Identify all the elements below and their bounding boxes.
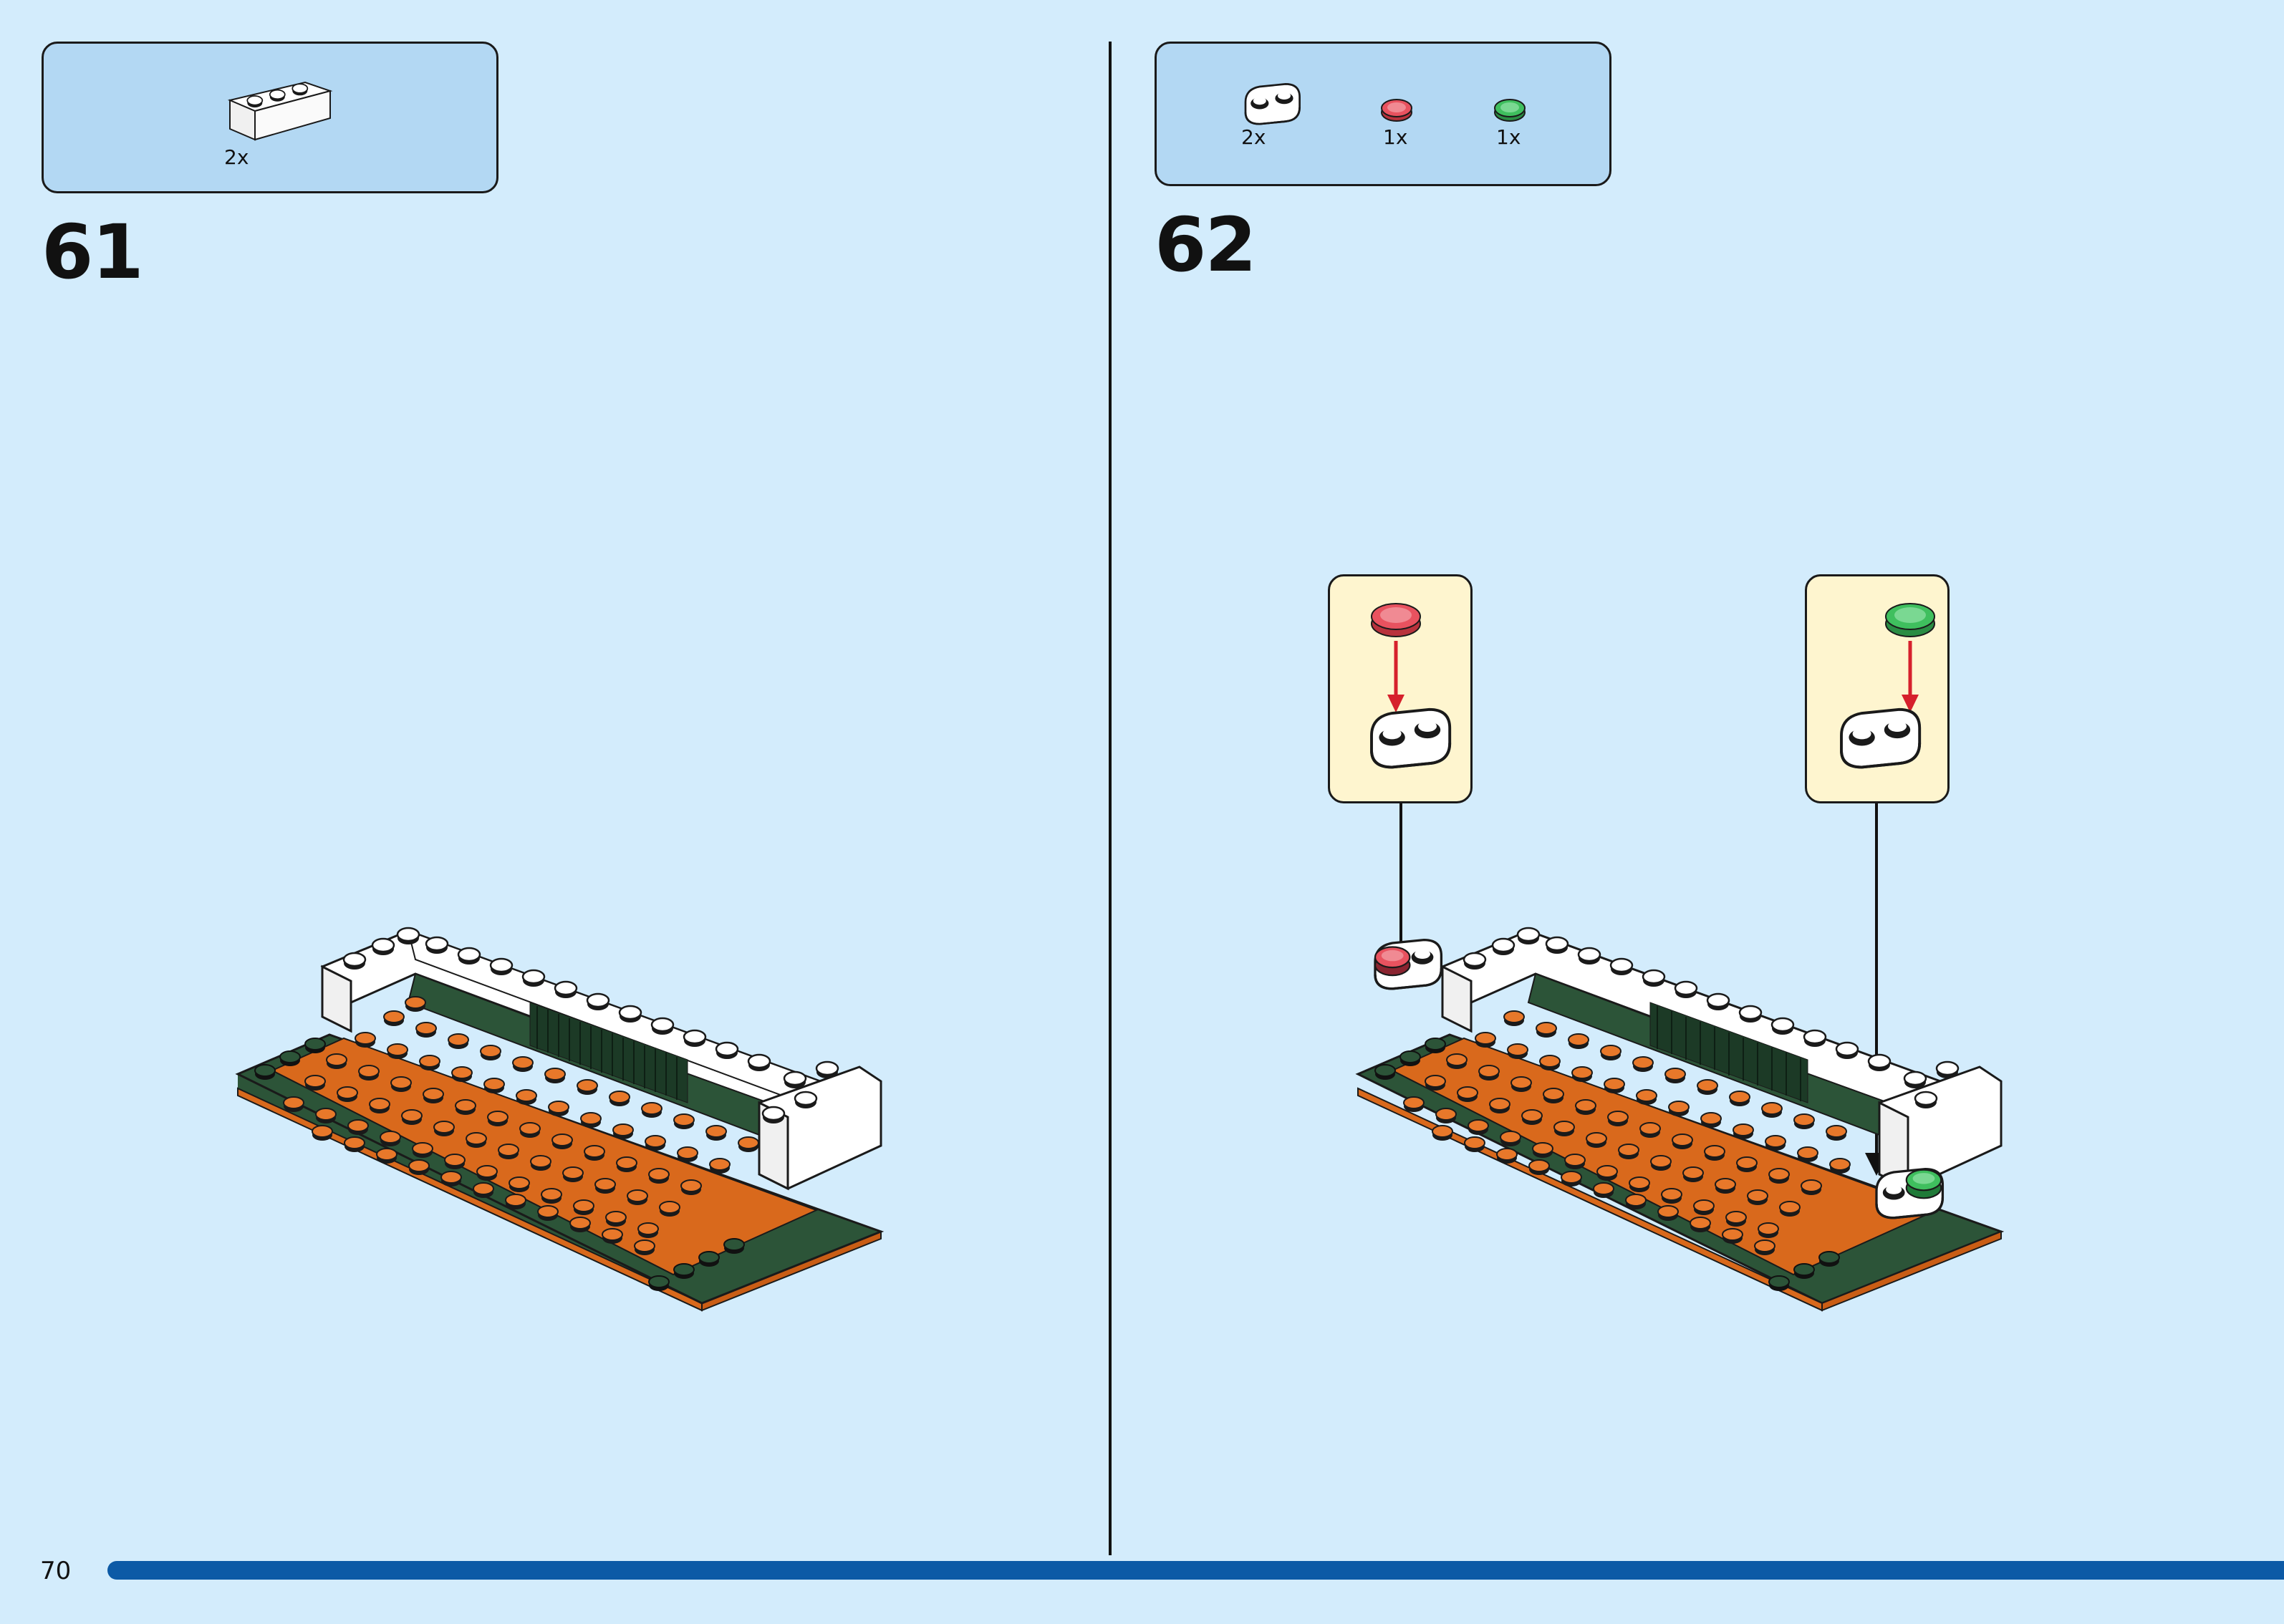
callout-red-tile (1328, 574, 1473, 803)
green-round-tile-icon (1494, 99, 1526, 122)
step-number: 61 (42, 208, 144, 296)
build-model-step-62 (1355, 803, 2005, 1312)
part-quantity: 2x (1241, 125, 1266, 149)
parts-list-step-61: 2x (42, 42, 498, 193)
white-brick-1x3-icon (227, 81, 333, 141)
part-quantity: 2x (224, 145, 249, 169)
build-model-step-61 (235, 927, 885, 1312)
red-round-tile-icon (1381, 99, 1412, 122)
part-quantity: 1x (1383, 125, 1408, 149)
step-number: 62 (1155, 201, 1257, 289)
progress-bar (107, 1561, 2284, 1580)
page-number: 70 (40, 1557, 72, 1585)
green-tile-on-white-plate-icon (1840, 603, 1935, 769)
callout-green-tile (1805, 574, 1950, 803)
red-tile-on-white-plate-icon (1370, 603, 1452, 769)
white-plate-1x2-rounded-icon (1244, 83, 1301, 125)
parts-list-step-62: 2x 1x 1x (1155, 42, 1611, 186)
part-quantity: 1x (1496, 125, 1521, 149)
page-divider (1109, 42, 1112, 1555)
